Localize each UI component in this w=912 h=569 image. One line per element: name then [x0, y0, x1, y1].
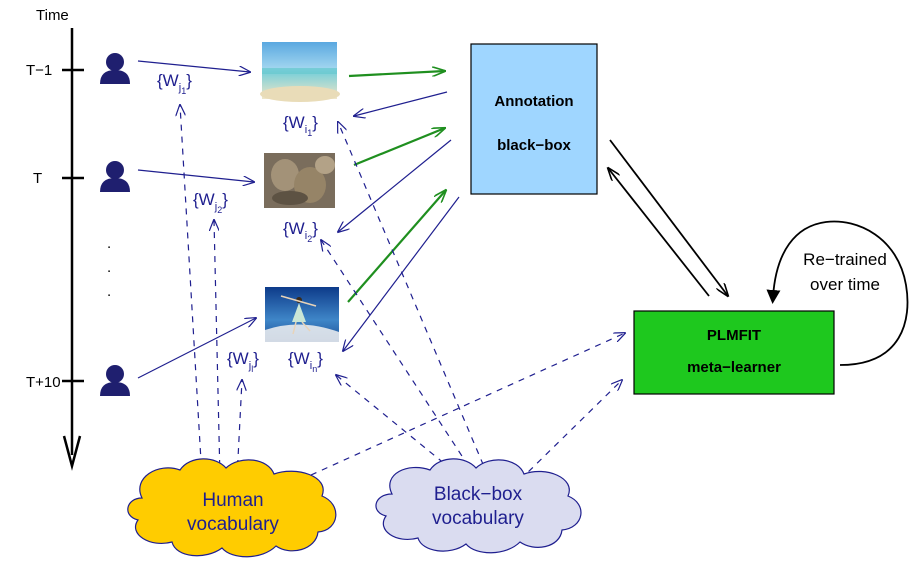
- retrain-label-line1: Re−trained: [803, 250, 887, 269]
- human-vocab-line1: Human: [202, 490, 263, 511]
- user-to-image-arrow-2: [137, 169, 254, 182]
- user-to-image-arrow-1: [137, 60, 250, 72]
- ellipsis-dot-1: .: [107, 235, 111, 252]
- dashed-arrow-blackbox-to-w-i1: [338, 122, 489, 477]
- timeline-title: Time: [36, 7, 69, 24]
- annotation-box-line1: Annotation: [494, 93, 573, 110]
- annotation-to-label-arrow-3: [343, 196, 460, 351]
- retrain-loop: Re−trained over time: [766, 220, 909, 366]
- user-icon-1: [100, 53, 130, 84]
- retrain-loop-arrow: [766, 220, 909, 366]
- timeline: Time T−1 T T+10 . . .: [26, 7, 111, 471]
- annotation-box-rect: [470, 43, 598, 195]
- dashed-arrow-human-to-w-j2: [214, 220, 221, 479]
- image-vocab-label-1: {Wi1}: [283, 113, 318, 138]
- green-arrow-image-2: [353, 128, 445, 167]
- user-icon-2: [100, 161, 130, 192]
- blackbox-vocab-line2: vocabulary: [432, 508, 524, 529]
- dancer-photo: [265, 287, 339, 342]
- green-arrow-image-3: [347, 190, 446, 303]
- annotation-box-line2: black−box: [497, 137, 571, 154]
- dashed-arrow-blackbox-to-w-i2: [321, 240, 476, 477]
- blackbox-vocab-line1: Black−box: [434, 484, 523, 505]
- user-vocab-label-3: {Wjl}: [227, 349, 259, 374]
- annotation-black-box: Annotation black−box: [470, 43, 598, 195]
- ellipsis-dot-2: .: [107, 259, 111, 276]
- tick-label-t-plus-10: T+10: [26, 374, 61, 391]
- human-vocab-line2: vocabulary: [187, 514, 279, 535]
- user-vocab-label-2: {Wj2}: [193, 190, 228, 215]
- image-vocab-label-3: {Win}: [288, 349, 323, 374]
- plmfit-meta-learner-box: PLMFIT meta−learner: [633, 310, 835, 395]
- retrain-label-line2: over time: [810, 275, 880, 294]
- timeline-arrowhead: [62, 435, 82, 471]
- plmfit-box-line1: PLMFIT: [707, 327, 761, 344]
- ellipsis-dot-3: .: [107, 283, 111, 300]
- beach-photo: [260, 42, 340, 102]
- image-vocab-label-2: {Wi2}: [283, 219, 318, 244]
- blackbox-vocabulary-cloud: Black−box vocabulary: [375, 458, 582, 554]
- human-vocabulary-cloud: Human vocabulary: [127, 458, 337, 558]
- user-to-image-arrow-3: [137, 318, 256, 379]
- plmfit-box-line2: meta−learner: [687, 359, 781, 376]
- dashed-arrow-human-to-w-j1: [180, 105, 203, 479]
- green-arrow-image-1: [348, 71, 445, 78]
- dashed-arrow-human-to-plmfit: [299, 333, 625, 481]
- user-vocab-label-1: {Wj1}: [157, 71, 192, 96]
- annotation-to-label-arrow-1: [354, 91, 448, 116]
- sculpture-photo: [264, 153, 335, 208]
- annotation-to-label-arrow-2: [338, 139, 452, 232]
- arrow-annotation-to-plmfit: [609, 139, 728, 296]
- dashed-arrow-blackbox-to-plmfit: [519, 380, 622, 481]
- tick-label-t: T: [33, 170, 42, 187]
- arrow-plmfit-to-annotation: [608, 168, 710, 297]
- user-icon-3: [100, 365, 130, 396]
- tick-label-t-minus-1: T−1: [26, 62, 52, 79]
- plmfit-box-rect: [633, 310, 835, 395]
